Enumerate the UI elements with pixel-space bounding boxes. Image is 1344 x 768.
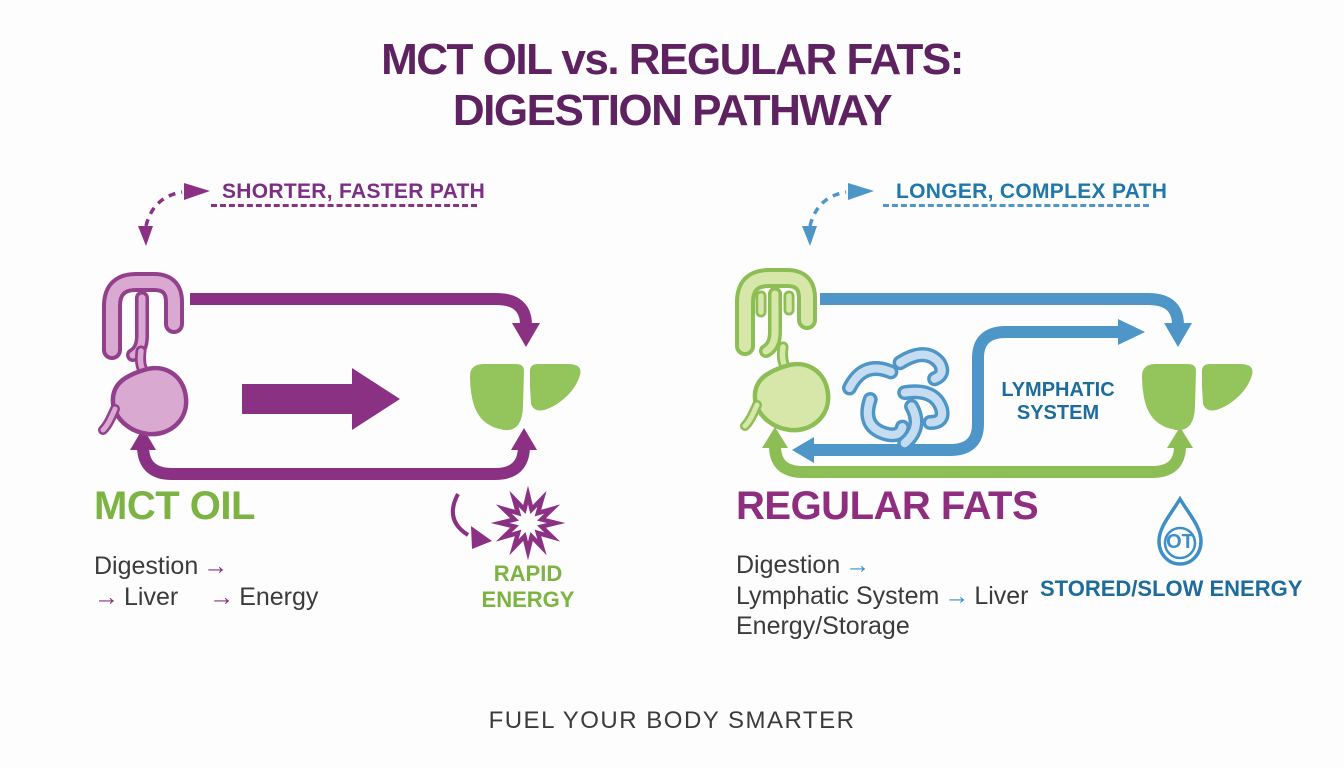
lymphatic-vessels-icon [842,347,950,451]
footer-tagline: FUEL YOUR BODY SMARTER [488,707,856,734]
fats-return-arrow [762,427,1193,478]
fats-steps-line-2: Lymphatic System→Liver [736,581,1029,612]
step-lymphatic: Lymphatic System [736,581,940,610]
mct-top-flow-arrow [190,293,540,347]
mct-path-label: SHORTER, FASTER PATH [222,180,486,203]
mct-path-underline [211,204,477,207]
step-energy: Energy [239,582,319,611]
fats-top-flow-arrow [820,293,1192,347]
mct-steps-line-1: Digestion→ [94,551,318,582]
mct-big-arrow [242,368,400,430]
stomach-icon [98,345,189,437]
fats-path-underline [883,204,1149,207]
title-line-2: DIGESTION PATHWAY [452,86,893,136]
droplet-monogram: OT [1166,531,1194,553]
title-line-1: MCT OIL vs. REGULAR FATS: [381,35,964,84]
intestines-icon [735,268,817,358]
step-liver: Liver [974,581,1029,610]
page-title: MCT OIL vs. REGULAR FATS: DIGESTION PATH… [0,34,1344,137]
mct-energy-curve-arrow [450,493,492,549]
mct-result-line-2: ENERGY [481,587,575,613]
lymphatic-label-line-2: SYSTEM [1016,402,1100,424]
fats-steps: Digestion→ Lymphatic System→Liver Energy… [736,550,1029,642]
mct-steps: Digestion→ →Liver→Energy [94,551,318,612]
fats-path-label: LONGER, COMPLEX PATH [896,180,1168,203]
fats-dashed-annotation-arrow [802,183,874,246]
mct-heading: MCT OIL [94,484,255,528]
arrow-glyph: → [845,551,871,579]
burst-icon [490,485,566,561]
lymphatic-label-line-1: LYMPHATIC [1001,379,1115,401]
mct-return-arrow [130,428,537,480]
droplet-icon [1157,495,1203,566]
step-digestion: Digestion [94,552,199,580]
fats-result: STORED/SLOW ENERGY [1040,576,1303,601]
mct-dashed-annotation-arrow [138,183,210,246]
liver-icon [470,364,581,431]
mct-result-line-1: RAPID [493,561,563,586]
mct-result: RAPID ENERGY [448,561,608,614]
mct-steps-line-2: →Liver→Energy [94,582,318,613]
stomach-icon [740,341,831,433]
arrow-glyph: → [944,581,970,610]
step-digestion: Digestion [736,551,841,579]
arrow-glyph: → [203,552,229,580]
fats-heading: REGULAR FATS [736,484,1039,528]
arrow-glyph: → [94,582,119,611]
lymphatic-system-label: LYMPHATIC SYSTEM [998,379,1118,425]
fats-steps-line-1: Digestion→ [736,550,1029,581]
intestines-icon [102,272,184,362]
step-liver: Liver [124,582,179,611]
arrow-glyph: → [209,582,235,611]
step-energy-storage: Energy/Storage [736,612,910,640]
fats-steps-line-3: Energy/Storage [736,611,1029,642]
liver-icon [1142,364,1253,431]
lymphatic-step-arrow [792,319,1145,463]
